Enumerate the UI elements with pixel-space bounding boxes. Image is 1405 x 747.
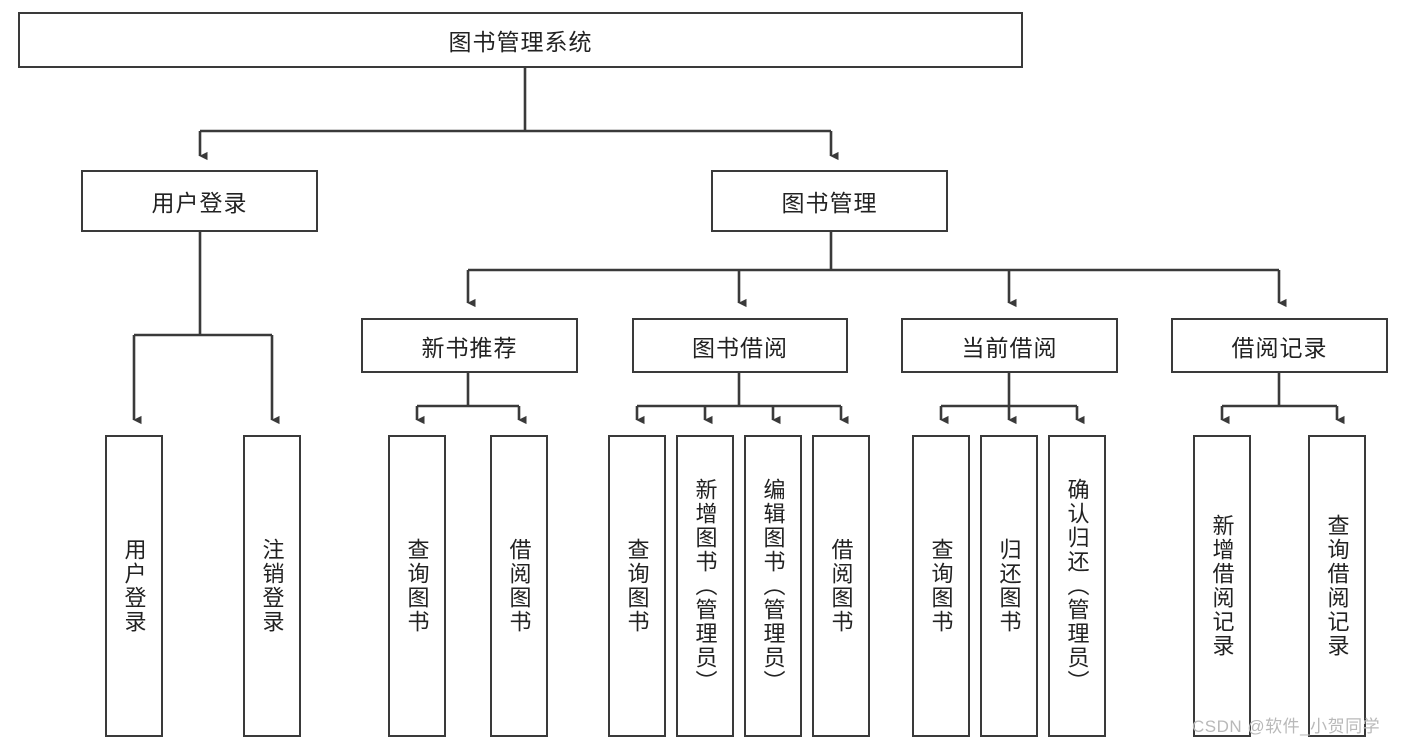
leaf-bb-query-book-label: 查询图书 bbox=[624, 538, 650, 634]
node-book-management[interactable]: 图书管理 bbox=[711, 170, 948, 232]
leaf-bb-add-book-label: 新增图书（管理员） bbox=[692, 478, 718, 694]
leaf-nb-query-book-label: 查询图书 bbox=[404, 538, 430, 634]
leaf-logout[interactable]: 注销登录 bbox=[243, 435, 301, 737]
leaf-cb-confirm-return[interactable]: 确认归还（管理员） bbox=[1048, 435, 1106, 737]
leaf-cb-return-book[interactable]: 归还图书 bbox=[980, 435, 1038, 737]
leaf-cb-return-book-label: 归还图书 bbox=[996, 538, 1022, 634]
node-root-label: 图书管理系统 bbox=[448, 29, 593, 55]
leaf-nb-borrow-book[interactable]: 借阅图书 bbox=[490, 435, 548, 737]
leaf-bb-edit-book-label: 编辑图书（管理员） bbox=[760, 478, 786, 694]
node-book-borrow-label: 图书借阅 bbox=[692, 334, 788, 361]
leaf-bb-borrow-book[interactable]: 借阅图书 bbox=[812, 435, 870, 737]
leaf-bb-query-book[interactable]: 查询图书 bbox=[608, 435, 666, 737]
watermark: CSDN @软件_小贺同学 bbox=[1192, 717, 1381, 736]
node-borrow-records-label: 借阅记录 bbox=[1231, 334, 1328, 361]
leaf-user-login[interactable]: 用户登录 bbox=[105, 435, 163, 737]
node-book-management-label: 图书管理 bbox=[781, 190, 878, 216]
leaf-user-login-label: 用户登录 bbox=[121, 538, 147, 634]
leaf-br-query-record[interactable]: 查询借阅记录 bbox=[1308, 435, 1366, 737]
leaf-nb-query-book[interactable]: 查询图书 bbox=[388, 435, 446, 737]
node-book-borrow[interactable]: 图书借阅 bbox=[632, 318, 848, 373]
leaf-cb-query-book[interactable]: 查询图书 bbox=[912, 435, 970, 737]
node-root[interactable]: 图书管理系统 bbox=[18, 12, 1023, 68]
leaf-nb-borrow-book-label: 借阅图书 bbox=[506, 538, 532, 634]
leaf-logout-label: 注销登录 bbox=[259, 538, 285, 634]
node-current-borrow-label: 当前借阅 bbox=[961, 334, 1058, 361]
node-new-book-recommend[interactable]: 新书推荐 bbox=[361, 318, 578, 373]
node-user-login-label: 用户登录 bbox=[151, 190, 248, 216]
leaf-cb-confirm-return-label: 确认归还（管理员） bbox=[1064, 478, 1090, 694]
node-borrow-records[interactable]: 借阅记录 bbox=[1171, 318, 1388, 373]
leaf-br-add-record[interactable]: 新增借阅记录 bbox=[1193, 435, 1251, 737]
leaf-cb-query-book-label: 查询图书 bbox=[928, 538, 954, 634]
leaf-bb-add-book[interactable]: 新增图书（管理员） bbox=[676, 435, 734, 737]
leaf-br-query-record-label: 查询借阅记录 bbox=[1324, 514, 1350, 658]
leaf-bb-borrow-book-label: 借阅图书 bbox=[828, 538, 854, 634]
node-user-login[interactable]: 用户登录 bbox=[81, 170, 318, 232]
node-new-book-recommend-label: 新书推荐 bbox=[421, 334, 518, 361]
leaf-bb-edit-book[interactable]: 编辑图书（管理员） bbox=[744, 435, 802, 737]
leaf-br-add-record-label: 新增借阅记录 bbox=[1209, 514, 1235, 658]
node-current-borrow[interactable]: 当前借阅 bbox=[901, 318, 1118, 373]
